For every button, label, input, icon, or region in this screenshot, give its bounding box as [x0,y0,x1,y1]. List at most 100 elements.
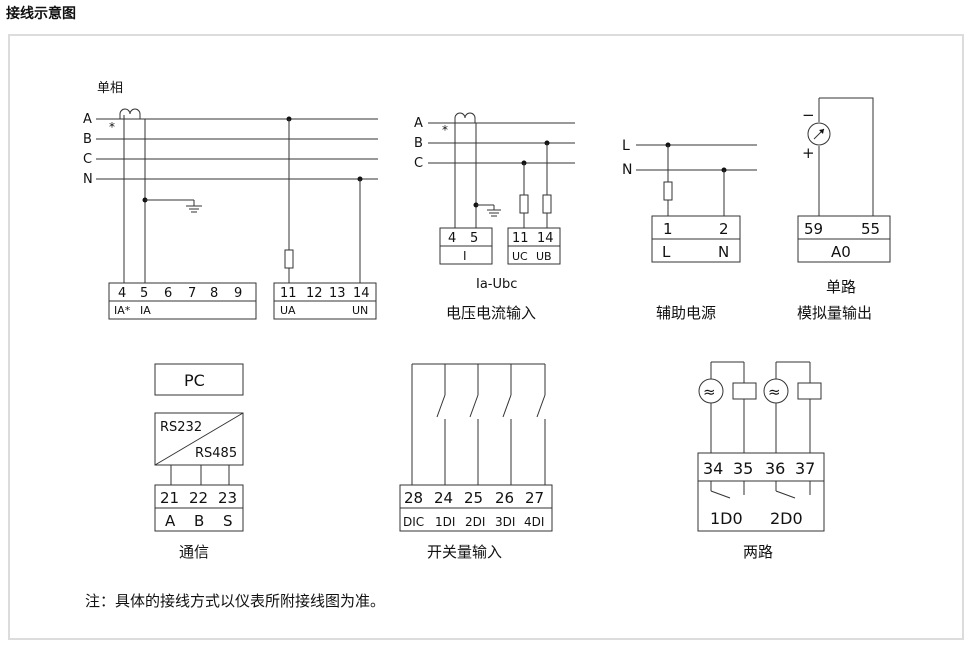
relay-coil-icon [732,382,757,400]
fuse-icon [663,181,673,201]
terminal-label-l: L [662,243,671,261]
terminal-14: 14 [537,231,554,246]
terminal-11: 11 [280,286,297,301]
line-label-b: B [414,136,423,151]
terminal-25: 25 [464,489,483,507]
terminal-35: 35 [733,459,753,478]
relay-label-1d0: 1D0 [710,509,743,528]
terminal-22: 22 [189,489,208,507]
terminal-37: 37 [795,459,815,478]
signal-ia: IA [140,304,151,317]
plus-sign: + [802,144,815,162]
converter-diagonal [154,412,244,466]
switch-icon [469,364,479,485]
terminal-23: 23 [218,489,237,507]
voltage-current-section: A B C * 4 5 I 11 14 UC UB Ia [414,112,575,322]
switch-input-section: 28 24 25 26 27 DIC 1DI 2DI 3DI 4DI 开关量输入 [399,363,553,561]
signal-4di: 4DI [524,515,544,529]
line-label-c: C [83,152,92,167]
terminal-14: 14 [353,286,370,301]
signal-ia-star: IA* [114,304,131,317]
terminal-34: 34 [703,459,723,478]
terminal-5: 5 [140,286,148,301]
page-title: 接线示意图 [6,6,76,22]
terminal-5: 5 [470,231,478,246]
polarity-star: * [442,123,448,137]
switch-icon [436,364,446,485]
terminal-55: 55 [861,220,880,238]
caption-comms: 通信 [179,543,209,561]
ac-source-icon: ≈ [698,378,724,404]
polarity-star: * [109,120,115,134]
terminal-7: 7 [188,286,196,301]
single-phase-section: 单相 A B C N * 4 5 6 7 8 [83,81,378,320]
ground-icon [186,200,202,213]
ground-icon [487,205,501,217]
fuse-icon [519,194,529,214]
signal-1di: 1DI [435,515,455,529]
formula-label: Ia-Ubc [476,277,517,292]
analog-output-section: − + 59 55 A0 单路 模拟量输出 [797,97,891,322]
terminal-2: 2 [719,220,729,238]
diagram-frame [8,34,964,640]
line-label-a: A [83,112,92,127]
minus-sign: − [802,106,815,124]
signal-uc: UC [512,250,528,263]
terminal-12: 12 [306,286,323,301]
line-label-n: N [83,172,93,187]
ct-coil-icon [454,112,476,123]
svg-text:≈: ≈ [703,383,716,401]
terminal-36: 36 [765,459,785,478]
terminal-13: 13 [329,286,346,301]
signal-ua: UA [280,304,296,317]
fuse-icon [542,194,552,214]
signal-un: UN [352,304,368,317]
terminal-9: 9 [234,286,242,301]
aux-power-section: L N 1 2 L N 辅助电源 [622,138,757,322]
terminal-27: 27 [525,489,544,507]
caption-voltage-current: 电压电流输入 [446,304,536,322]
footnote: 注：具体的接线方式以仪表所附接线图为准。 [85,592,385,610]
line-label-c: C [414,156,423,171]
terminal-label-n: N [718,243,729,261]
single-phase-title: 单相 [97,81,123,96]
comms-section: PC RS232 RS485 21 22 23 A B S 通信 [154,363,244,561]
caption-relay: 两路 [743,543,773,561]
signal-3di: 3DI [495,515,515,529]
relay-coil-icon [797,382,822,400]
terminal-4: 4 [448,231,456,246]
pc-label: PC [184,371,205,390]
label-i: I [463,249,467,263]
terminal-1: 1 [663,220,673,238]
switch-icon [536,364,546,485]
caption-aux-power: 辅助电源 [656,304,716,322]
rs232-label: RS232 [160,420,202,435]
relay-contact-icon [710,481,745,499]
terminal-6: 6 [164,286,172,301]
terminal-4: 4 [118,286,126,301]
meter-icon [807,122,831,146]
terminal-label-b: B [194,512,204,530]
caption-switch-input: 开关量输入 [427,543,502,561]
relay-output-section: ≈ ≈ 34 35 36 37 1D0 2D0 两路 [697,361,825,561]
signal-dic: DIC [403,515,424,529]
loop-wire [819,97,874,216]
line-label-l: L [622,138,630,154]
line-label-a: A [414,116,423,131]
signal-2di: 2DI [465,515,485,529]
signal-ub: UB [536,250,552,263]
line-label-b: B [83,132,92,147]
terminal-59: 59 [804,220,823,238]
terminal-label-a: A [165,512,176,530]
terminal-24: 24 [434,489,453,507]
terminal-28: 28 [404,489,423,507]
caption-analog-line2: 模拟量输出 [797,304,872,322]
relay-label-2d0: 2D0 [770,509,803,528]
relay-contact-icon [775,481,811,499]
terminal-26: 26 [495,489,514,507]
rs485-label: RS485 [195,446,237,461]
pc-box [154,363,244,396]
switch-icon [502,364,512,485]
line-label-n: N [622,162,632,178]
